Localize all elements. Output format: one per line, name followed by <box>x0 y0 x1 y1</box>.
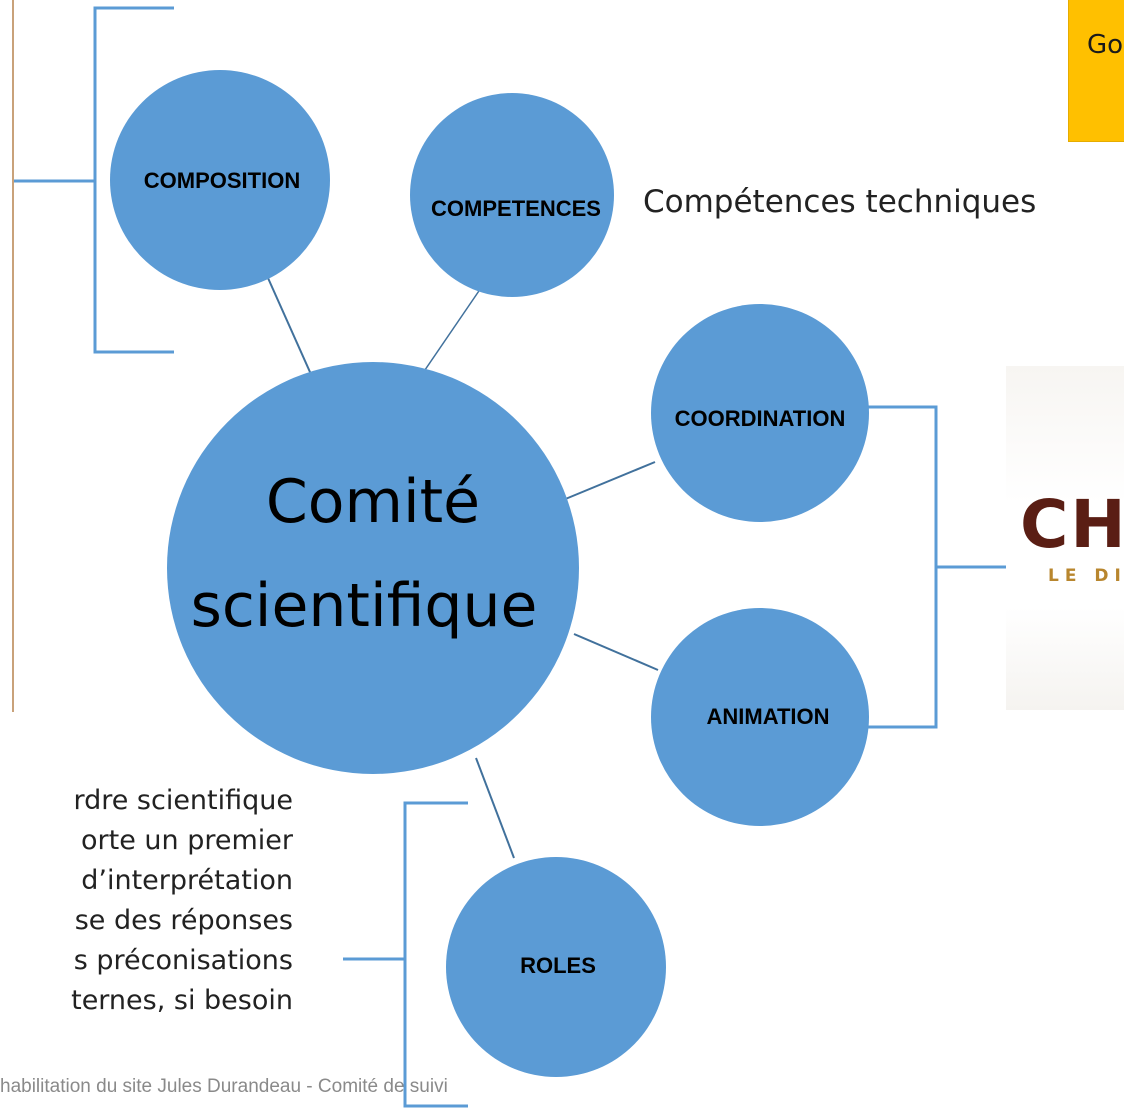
node-competences <box>410 93 614 297</box>
node-composition-label: COMPOSITION <box>144 168 300 193</box>
partner-logo: CHA LE DI <box>1006 366 1124 710</box>
node-roles-label: ROLES <box>520 953 596 978</box>
node-coordination <box>651 304 869 522</box>
roles-text-line: ternes, si besoin <box>71 985 293 1016</box>
slide-footer: habilitation du site Jules Durandeau - C… <box>0 1076 448 1097</box>
node-roles <box>446 857 666 1077</box>
node-competences-label: COMPETENCES <box>431 196 601 221</box>
logo-tagline: LE DI <box>1048 566 1124 586</box>
logo-wordmark: CHA <box>1020 486 1124 563</box>
bracket-coordination-animation <box>868 405 938 729</box>
node-coordination-label: COORDINATION <box>675 406 846 431</box>
node-animation <box>651 608 869 826</box>
roles-text-line: orte un premier <box>81 825 294 856</box>
center-label-line2: scientifique <box>191 571 538 641</box>
roles-text-line: s préconisations <box>74 945 293 976</box>
node-composition <box>110 70 330 290</box>
connector-roles <box>475 757 515 859</box>
node-animation-label: ANIMATION <box>706 704 829 729</box>
center-label-line1: Comité <box>266 467 480 537</box>
roles-text-line: rdre scientifique <box>73 785 293 816</box>
node-center <box>167 362 579 774</box>
roles-text-line: d’interprétation <box>81 865 293 896</box>
left-edge-image-fragment <box>0 0 14 712</box>
connector-coordination <box>562 461 656 501</box>
connector-composition <box>267 277 319 391</box>
bracket-roles <box>403 801 468 1108</box>
callout-text: Go <box>1087 30 1124 60</box>
competences-detail-text: Compétences techniques <box>643 184 1036 220</box>
roles-text-line: se des réponses <box>75 905 293 936</box>
connector-animation <box>573 633 659 671</box>
yellow-callout-box: Go <box>1068 0 1124 142</box>
